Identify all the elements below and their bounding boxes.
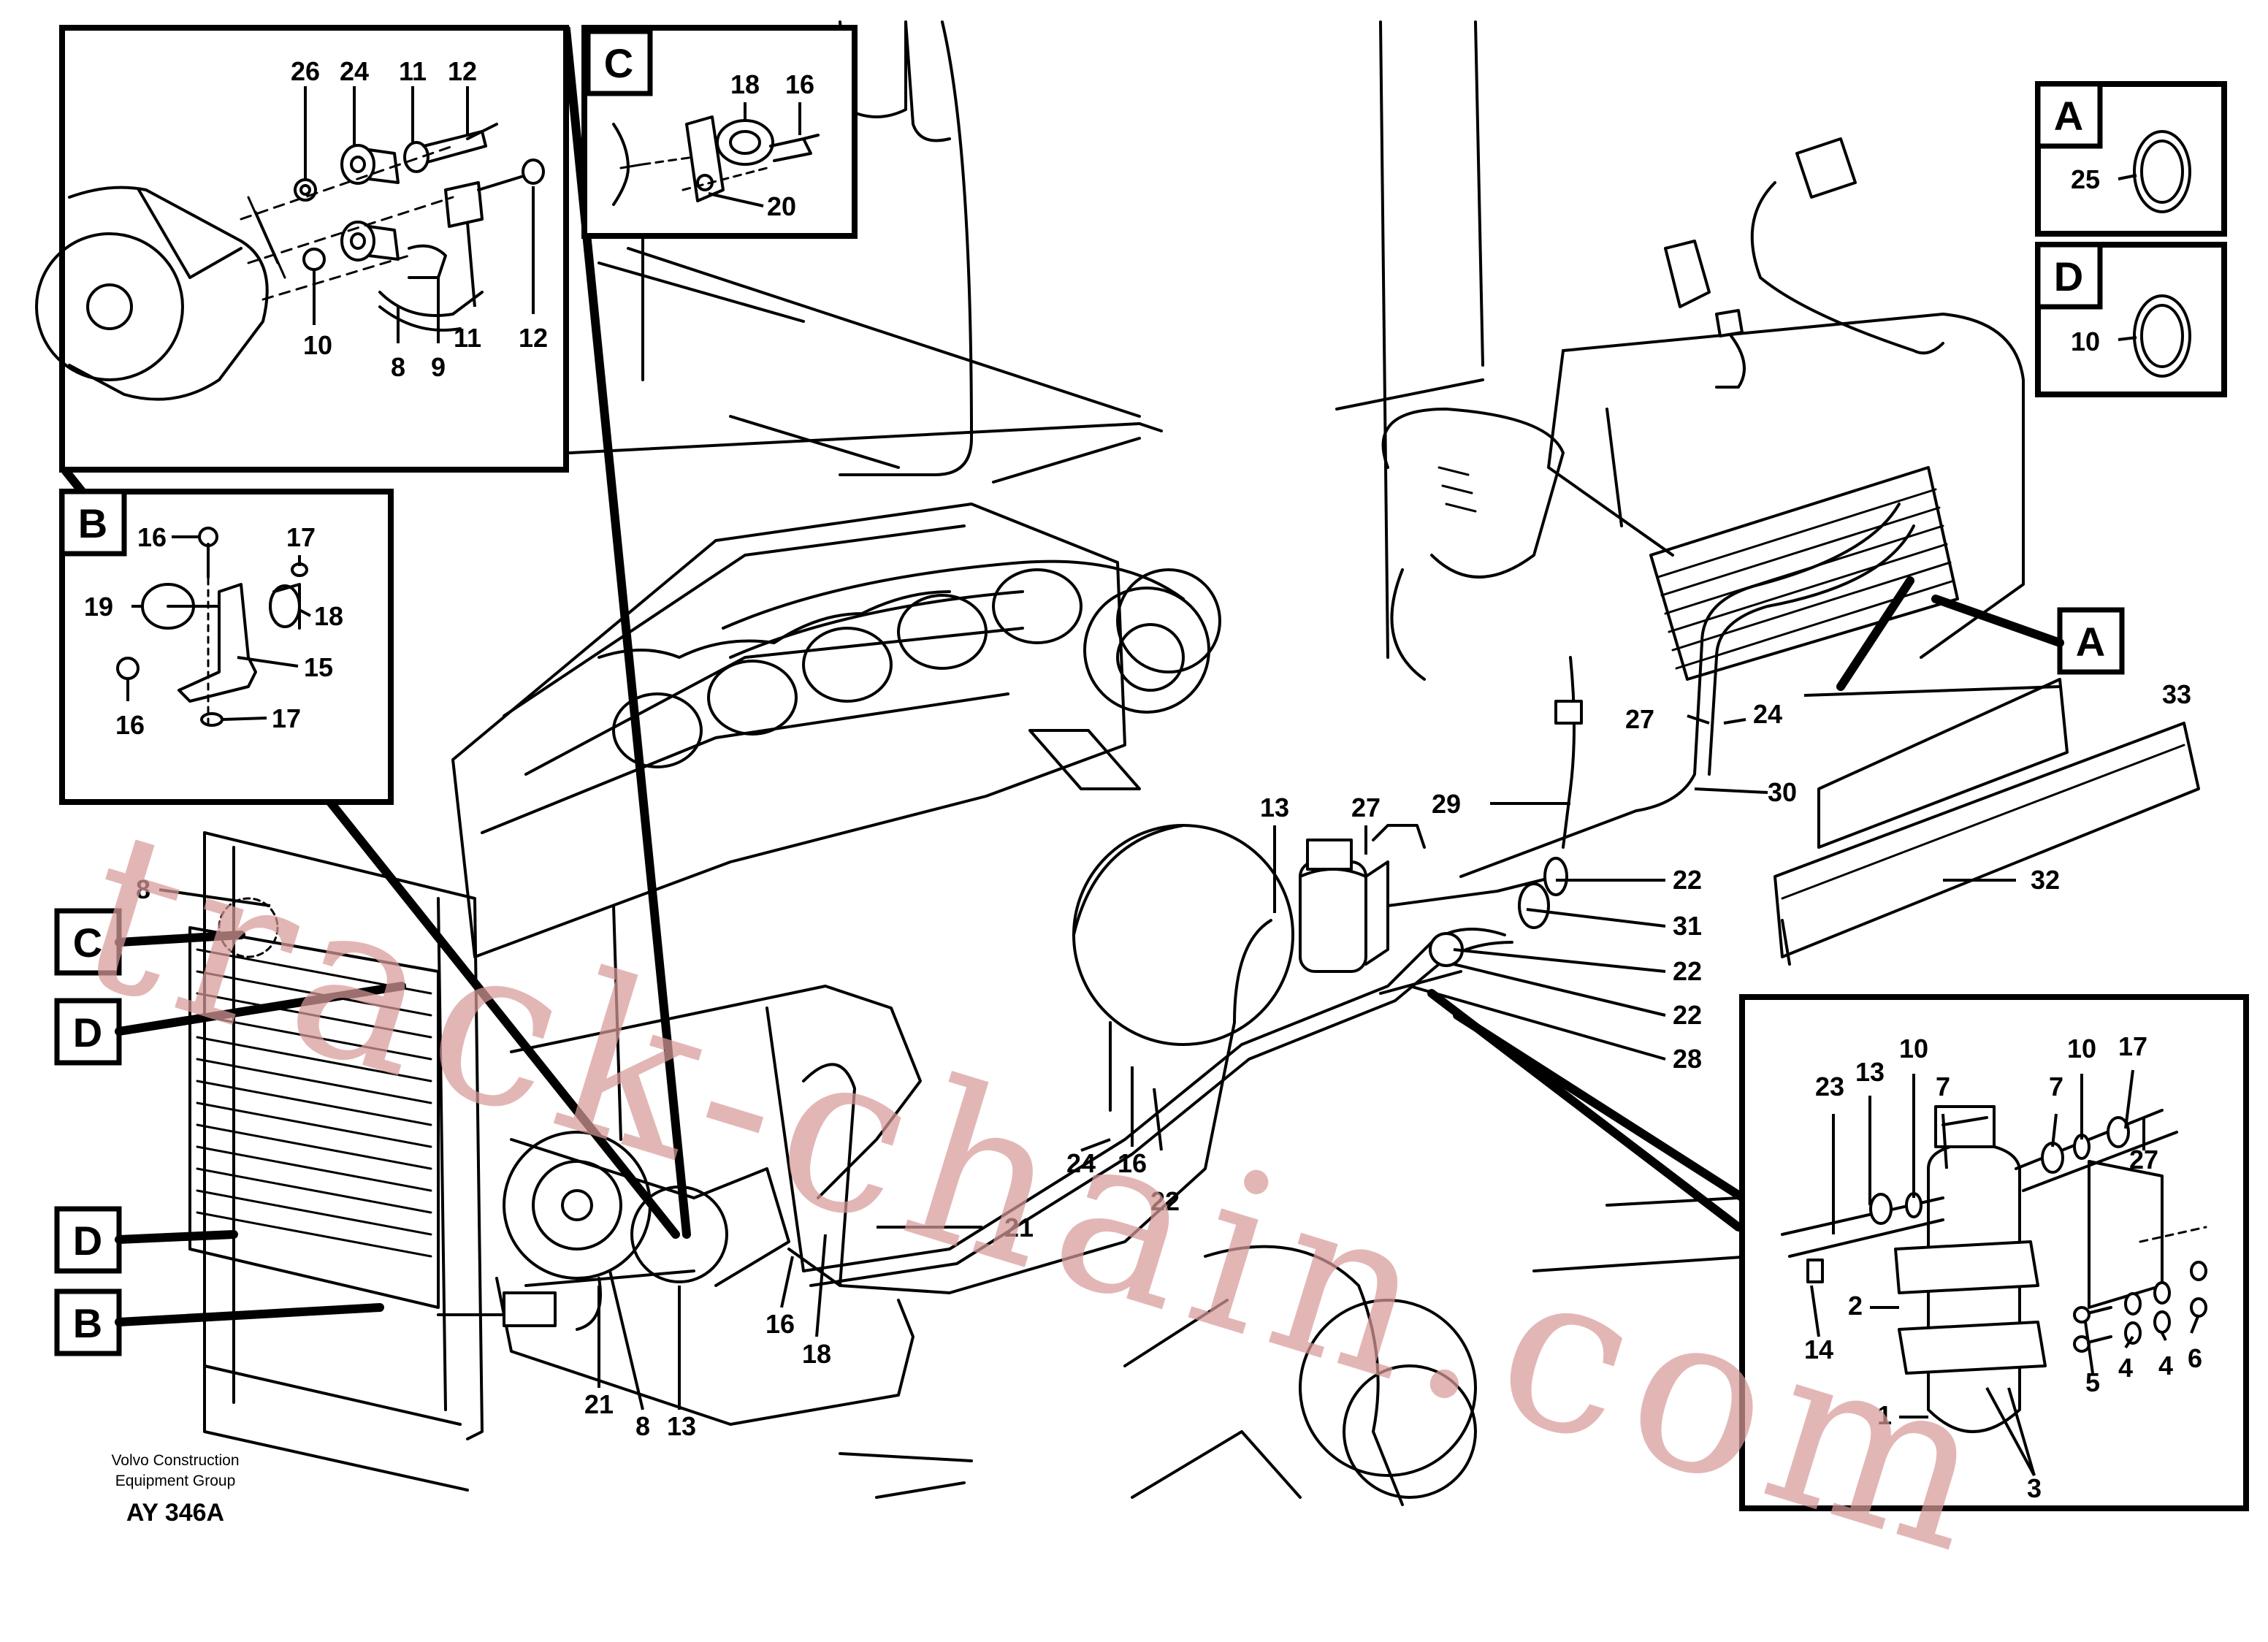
callout-4: 4 bbox=[2118, 1353, 2133, 1383]
callout-24: 24 bbox=[1753, 699, 1782, 729]
callout-23: 23 bbox=[1815, 1072, 1844, 1101]
callout-20: 20 bbox=[767, 191, 796, 221]
callout-17: 17 bbox=[286, 522, 316, 552]
inset-tag-d-top: D bbox=[2035, 242, 2103, 310]
inset-tag-b-top: B bbox=[59, 489, 127, 557]
callout-18: 18 bbox=[730, 69, 760, 99]
marker-tag-b: B bbox=[54, 1288, 122, 1356]
callout-11: 11 bbox=[454, 323, 481, 353]
svg-text:B: B bbox=[73, 1300, 102, 1346]
callout-18: 18 bbox=[314, 601, 343, 631]
callout-11: 11 bbox=[399, 56, 427, 86]
callout-17: 17 bbox=[2118, 1031, 2147, 1061]
callout-16: 16 bbox=[137, 522, 167, 552]
callout-1: 1 bbox=[1877, 1400, 1892, 1430]
callout-9: 9 bbox=[431, 352, 446, 382]
callout-labels: 26 24 11 12 10 8 9 11 12 18 16 20 25 10 … bbox=[84, 56, 2202, 1503]
svg-text:C: C bbox=[604, 40, 633, 86]
footer-credit: Volvo Construction Equipment Group AY 34… bbox=[111, 1452, 239, 1527]
callout-16: 16 bbox=[785, 69, 814, 99]
callout-13: 13 bbox=[667, 1411, 696, 1441]
callout-13: 13 bbox=[1855, 1057, 1885, 1087]
callout-22: 22 bbox=[1150, 1186, 1180, 1216]
callout-14: 14 bbox=[1804, 1334, 1833, 1364]
callout-22: 22 bbox=[1673, 1000, 1702, 1030]
drawing-code: AY 346A bbox=[126, 1499, 224, 1527]
callout-27: 27 bbox=[2129, 1145, 2158, 1175]
callout-27: 27 bbox=[1625, 704, 1654, 734]
marker-leaders bbox=[115, 595, 2064, 1326]
marker-tag-a: A bbox=[2057, 607, 2125, 675]
inset-tag-a-top: A bbox=[2035, 81, 2103, 149]
svg-text:A: A bbox=[2054, 93, 2083, 139]
callout-10: 10 bbox=[2071, 327, 2100, 356]
callout-8: 8 bbox=[635, 1411, 650, 1441]
callout-22: 22 bbox=[1673, 865, 1702, 895]
callout-10: 10 bbox=[303, 330, 332, 360]
marker-tag-d-lower: D bbox=[54, 1206, 122, 1274]
svg-text:C: C bbox=[73, 920, 102, 966]
callout-3: 3 bbox=[2027, 1473, 2042, 1503]
callout-33: 33 bbox=[2162, 679, 2191, 709]
callout-6: 6 bbox=[2188, 1343, 2202, 1373]
callout-30: 30 bbox=[1768, 777, 1797, 807]
callout-12: 12 bbox=[448, 56, 477, 86]
callout-18: 18 bbox=[802, 1339, 831, 1369]
callout-5: 5 bbox=[2085, 1367, 2100, 1397]
callout-16: 16 bbox=[115, 710, 145, 740]
callout-8: 8 bbox=[136, 874, 150, 904]
svg-text:D: D bbox=[2054, 253, 2083, 299]
callout-24: 24 bbox=[1066, 1148, 1096, 1178]
callout-26: 26 bbox=[291, 56, 320, 86]
callout-leaders bbox=[126, 86, 2200, 1476]
svg-text:D: D bbox=[73, 1218, 102, 1264]
inset-frame-alternator bbox=[35, 25, 569, 473]
inset-tag-c-top: C bbox=[585, 28, 653, 96]
callout-31: 31 bbox=[1673, 911, 1702, 941]
callout-29: 29 bbox=[1432, 789, 1461, 819]
callout-7: 7 bbox=[1936, 1072, 1950, 1101]
callout-12: 12 bbox=[519, 323, 548, 353]
callout-15: 15 bbox=[304, 652, 333, 682]
callout-7: 7 bbox=[2049, 1072, 2063, 1101]
inset-frame-c bbox=[581, 25, 858, 239]
callout-19: 19 bbox=[84, 592, 113, 622]
callout-2: 2 bbox=[1848, 1291, 1863, 1321]
callout-16: 16 bbox=[765, 1309, 795, 1339]
svg-text:B: B bbox=[78, 500, 107, 546]
inset-frame-drier bbox=[1739, 994, 2249, 1511]
callout-16: 16 bbox=[1118, 1148, 1147, 1178]
svg-text:A: A bbox=[2076, 619, 2105, 665]
svg-text:D: D bbox=[73, 1009, 102, 1055]
callout-21: 21 bbox=[1004, 1213, 1034, 1242]
callout-10: 10 bbox=[1899, 1034, 1928, 1064]
callout-24: 24 bbox=[340, 56, 369, 86]
callout-22: 22 bbox=[1673, 956, 1702, 986]
company-line-1: Volvo Construction bbox=[111, 1452, 239, 1469]
callout-4: 4 bbox=[2158, 1351, 2173, 1381]
callout-21: 21 bbox=[584, 1389, 614, 1419]
callout-8: 8 bbox=[391, 352, 405, 382]
callout-28: 28 bbox=[1673, 1044, 1702, 1074]
callout-27: 27 bbox=[1351, 793, 1381, 822]
callout-10: 10 bbox=[2067, 1034, 2096, 1064]
callout-17: 17 bbox=[272, 703, 301, 733]
company-line-2: Equipment Group bbox=[115, 1473, 236, 1489]
callout-13: 13 bbox=[1260, 793, 1289, 822]
machine-drawing bbox=[188, 20, 2200, 1506]
callout-32: 32 bbox=[2031, 865, 2060, 895]
callout-25: 25 bbox=[2071, 164, 2100, 194]
